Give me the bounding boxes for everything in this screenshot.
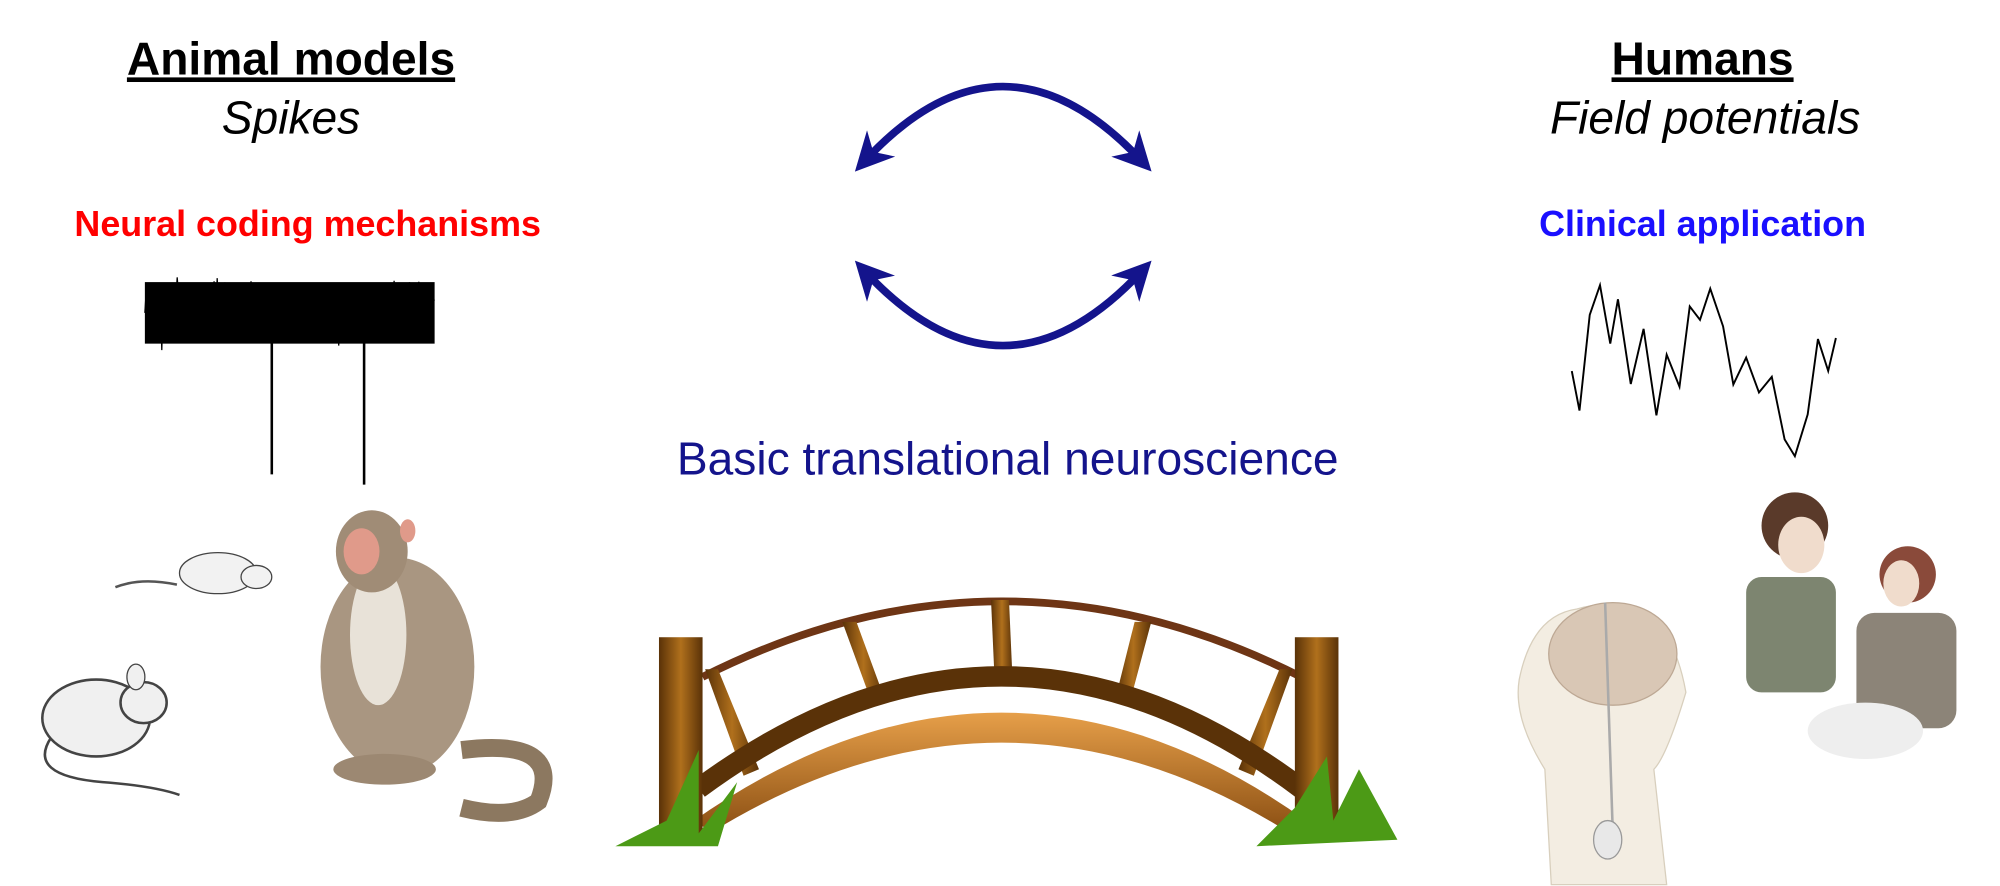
field-potentials-subheading: Field potentials — [1550, 91, 1860, 143]
bottom-bidirectional-arrow — [854, 260, 1152, 350]
head-with-brain-implant-illustration — [1517, 601, 1687, 886]
monkey-illustration — [320, 510, 553, 822]
center-title: Basic translational neuroscience — [677, 432, 1339, 484]
bridge-illustration — [658, 597, 1339, 843]
spikes-subheading: Spikes — [222, 91, 361, 143]
humans-heading: Humans — [1612, 32, 1794, 84]
field-potential-trace — [1570, 281, 1837, 459]
clinical-application-label: Clinical application — [1539, 204, 1866, 244]
grass-right — [1256, 756, 1398, 847]
mouse-illustration — [41, 663, 180, 797]
spike-trace — [144, 277, 435, 485]
clinician-and-patient-illustration — [1746, 492, 1957, 760]
top-bidirectional-arrow — [854, 82, 1152, 172]
animal-models-heading: Animal models — [127, 32, 455, 84]
neural-coding-label: Neural coding mechanisms — [74, 204, 541, 244]
grass-left — [615, 750, 738, 847]
rat-small-illustration — [114, 551, 273, 595]
